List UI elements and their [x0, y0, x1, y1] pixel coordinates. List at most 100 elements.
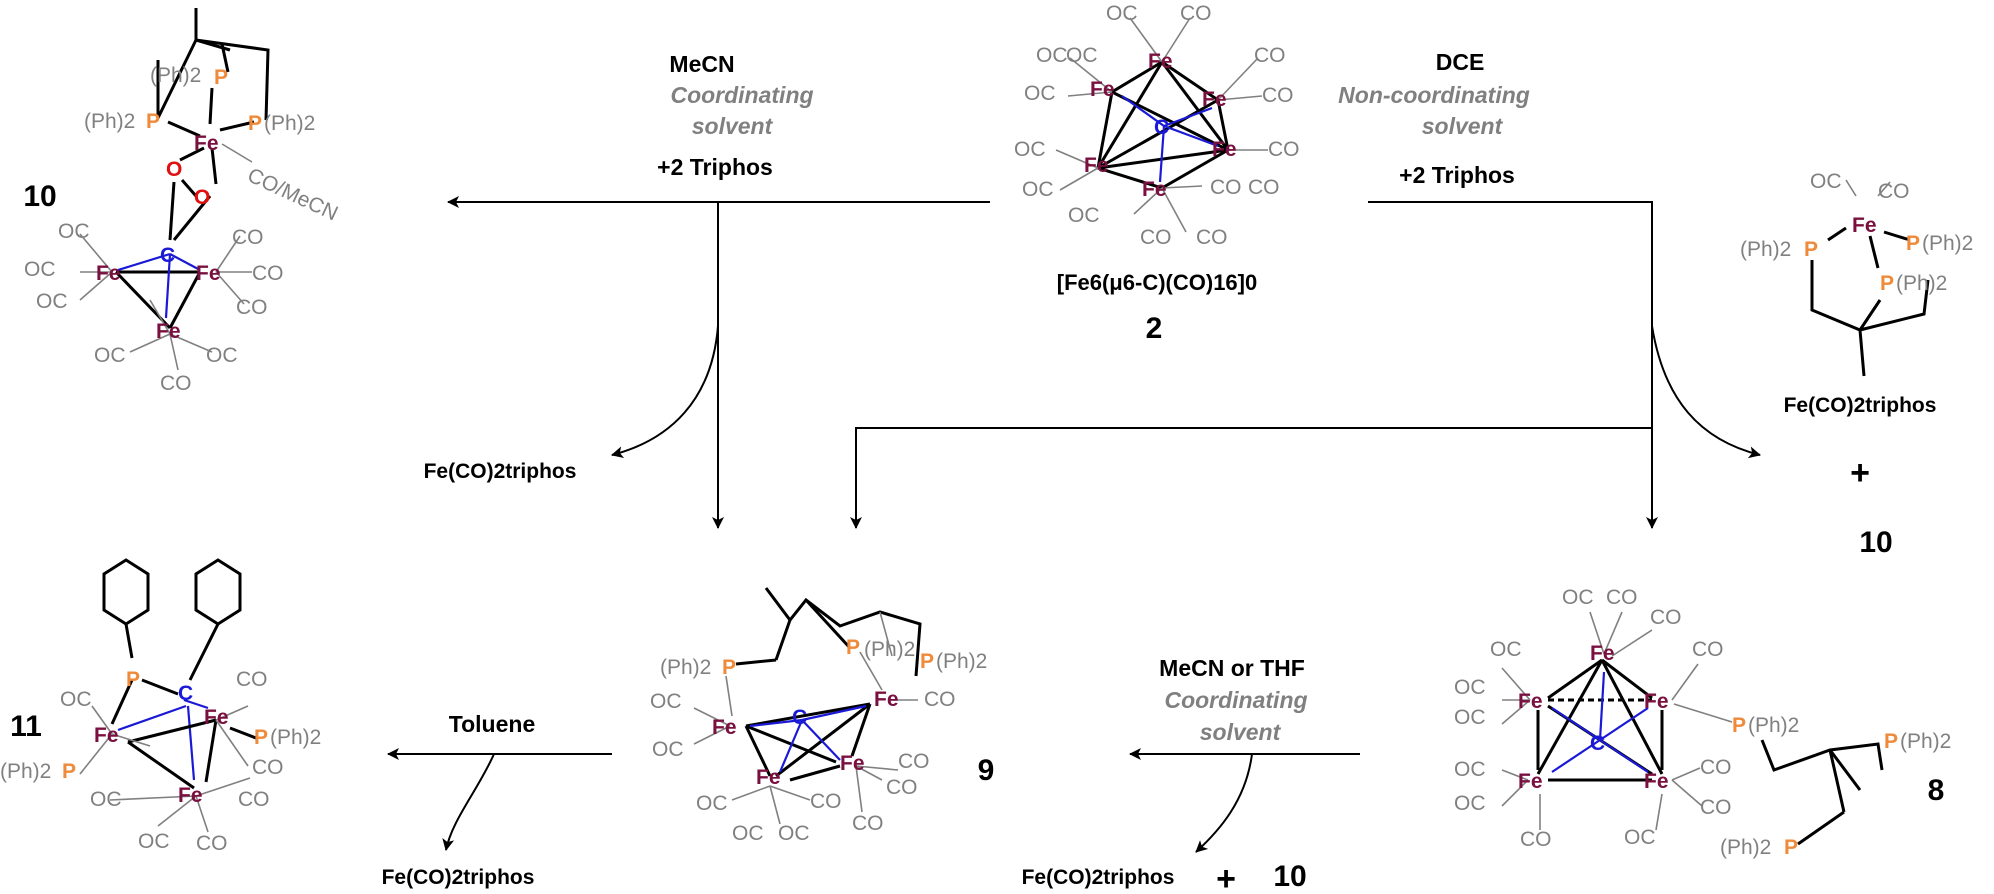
- compound-fe-triphos-right: OC CO Fe (Ph)2 P P (Ph)2 P (Ph)2: [1740, 170, 1973, 377]
- svg-text:CO: CO: [886, 776, 918, 799]
- svg-text:CO: CO: [1520, 828, 1552, 851]
- cond-dce-triphos: +2 Triphos: [1399, 162, 1515, 188]
- label-compound-11: 11: [10, 710, 42, 743]
- svg-text:O: O: [166, 158, 182, 181]
- svg-text:P: P: [1804, 238, 1818, 261]
- svg-text:Fe: Fe: [712, 716, 737, 739]
- svg-text:CO: CO: [1210, 176, 1242, 199]
- cmp-10-bottom: 10: [1273, 860, 1306, 893]
- svg-text:OC: OC: [778, 822, 810, 845]
- svg-text:CO: CO: [232, 226, 264, 249]
- svg-text:CO: CO: [852, 812, 884, 835]
- svg-text:CO: CO: [1180, 2, 1212, 25]
- byproduct-right: Fe(CO)2triphos: [1784, 394, 1937, 417]
- svg-text:OC: OC: [94, 344, 126, 367]
- svg-text:OC: OC: [1036, 44, 1068, 67]
- svg-text:OC: OC: [60, 688, 92, 711]
- svg-text:P: P: [1732, 714, 1746, 737]
- label-compound-9: 9: [978, 754, 995, 787]
- svg-text:P: P: [62, 760, 76, 783]
- formula-2: [Fe6(μ6-C)(CO)16]0: [1057, 270, 1257, 295]
- svg-text:CO: CO: [1700, 796, 1732, 819]
- svg-text:CO: CO: [196, 832, 228, 855]
- plus-bottom: +: [1216, 860, 1236, 894]
- svg-text:C: C: [1590, 732, 1605, 755]
- compound-9: (Ph)2 P P (Ph)2 P (Ph)2 Fe CO OC C Fe OC…: [650, 587, 995, 845]
- svg-text:OC: OC: [732, 822, 764, 845]
- cond-mecn-note2: solvent: [692, 113, 774, 139]
- svg-text:P: P: [1880, 272, 1894, 295]
- svg-text:C: C: [1154, 116, 1169, 139]
- svg-text:OC: OC: [138, 830, 170, 853]
- svg-text:Fe: Fe: [156, 320, 181, 343]
- svg-text:(Ph)2: (Ph)2: [936, 650, 987, 673]
- svg-text:P: P: [846, 636, 860, 659]
- svg-text:CO: CO: [252, 262, 284, 285]
- svg-text:OC: OC: [1022, 178, 1054, 201]
- svg-text:CO: CO: [1268, 138, 1300, 161]
- cond-mecn: MeCN: [669, 51, 734, 77]
- compound-10-bonds: [79, 8, 270, 371]
- cmp-10-right: 10: [1859, 526, 1892, 559]
- svg-text:P: P: [146, 110, 160, 133]
- svg-text:Fe: Fe: [1590, 642, 1615, 665]
- svg-text:OC: OC: [1562, 586, 1594, 609]
- arrow-byproduct-left: [611, 325, 719, 459]
- svg-text:(Ph)2: (Ph)2: [1720, 836, 1771, 859]
- svg-text:Fe: Fe: [840, 752, 865, 775]
- svg-text:P: P: [126, 668, 140, 691]
- arrow-dce-line: [1368, 201, 1653, 528]
- svg-text:OC: OC: [1024, 82, 1056, 105]
- svg-text:CO: CO: [1196, 226, 1228, 249]
- svg-text:OC: OC: [206, 344, 238, 367]
- svg-text:P: P: [1884, 730, 1898, 753]
- compound-11: P C Fe CO OC Fe P (Ph)2 (Ph)2 P CO OC Fe…: [0, 558, 321, 855]
- svg-text:CO: CO: [924, 688, 956, 711]
- svg-text:CO: CO: [1700, 756, 1732, 779]
- cond-mecn-thf: MeCN or THF: [1159, 655, 1305, 681]
- svg-text:(Ph)2: (Ph)2: [0, 760, 51, 783]
- svg-text:CO: CO: [1262, 84, 1294, 107]
- svg-text:CO: CO: [238, 788, 270, 811]
- svg-text:P: P: [254, 726, 268, 749]
- svg-text:Fe: Fe: [1644, 690, 1669, 713]
- reaction-arrows: [387, 196, 1761, 853]
- svg-text:CO: CO: [252, 756, 284, 779]
- svg-text:CO: CO: [898, 750, 930, 773]
- svg-text:CO/MeCN: CO/MeCN: [244, 164, 341, 226]
- svg-text:Fe: Fe: [1142, 178, 1167, 201]
- svg-text:C: C: [160, 244, 175, 267]
- compound-2-bonds: [1055, 17, 1268, 233]
- svg-text:(Ph)2: (Ph)2: [150, 64, 201, 87]
- svg-text:CO: CO: [160, 372, 192, 395]
- svg-text:P: P: [722, 656, 736, 679]
- svg-text:Fe: Fe: [194, 132, 219, 155]
- byproduct-left: Fe(CO)2triphos: [424, 460, 577, 483]
- svg-text:CO: CO: [236, 296, 268, 319]
- svg-text:CO: CO: [1248, 176, 1280, 199]
- compound-2: OC CO OC OC CO OC CO OC CO OC CO CO OC C…: [1014, 2, 1300, 345]
- byproduct-bottom-middle: Fe(CO)2triphos: [1022, 866, 1175, 889]
- svg-text:OC: OC: [1454, 758, 1486, 781]
- svg-text:Fe: Fe: [1852, 214, 1877, 237]
- compound-11-bonds: [79, 558, 257, 833]
- svg-text:OC: OC: [1106, 2, 1138, 25]
- svg-text:CO: CO: [1692, 638, 1724, 661]
- svg-text:OC: OC: [36, 290, 68, 313]
- svg-text:P: P: [1906, 232, 1920, 255]
- svg-text:Fe: Fe: [756, 766, 781, 789]
- arrow-byproduct-right: [1651, 325, 1761, 459]
- svg-text:Fe: Fe: [1148, 50, 1173, 73]
- svg-text:OC: OC: [90, 788, 122, 811]
- plus-right: +: [1850, 454, 1870, 492]
- compound-9-bonds: [693, 587, 922, 825]
- svg-text:P: P: [248, 112, 262, 135]
- svg-text:Fe: Fe: [94, 724, 119, 747]
- svg-text:Fe: Fe: [204, 706, 229, 729]
- cond-dce: DCE: [1436, 49, 1485, 75]
- svg-text:Fe: Fe: [178, 784, 203, 807]
- svg-text:Fe: Fe: [1202, 88, 1227, 111]
- svg-text:CO: CO: [810, 790, 842, 813]
- cond-dce-note: Non-coordinating: [1338, 82, 1530, 108]
- svg-text:CO: CO: [1650, 606, 1682, 629]
